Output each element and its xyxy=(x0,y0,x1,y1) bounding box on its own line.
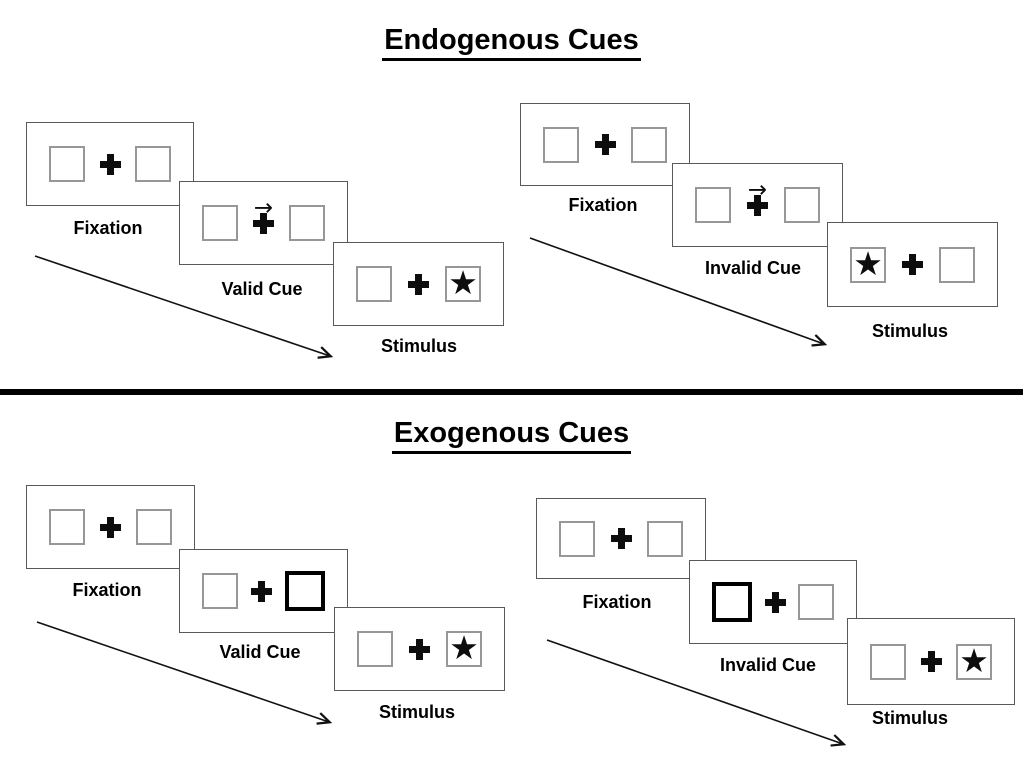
step-label: Invalid Cue xyxy=(704,258,802,278)
exogenous-invalid-stimulus-screen: ★ xyxy=(847,618,1015,705)
exogenous-valid-cue-screen xyxy=(179,549,348,633)
exogenous-valid-stimulus-screen: ★ xyxy=(334,607,505,691)
plus-icon xyxy=(100,516,121,538)
right-placeholder-box xyxy=(289,205,325,241)
right-placeholder-box xyxy=(798,584,834,620)
left-placeholder-box xyxy=(695,187,731,223)
step-label: Fixation xyxy=(582,592,652,612)
left-target-box: ★ xyxy=(850,243,886,283)
right-target-box: ★ xyxy=(445,266,481,302)
left-placeholder-box xyxy=(49,146,85,182)
star-icon: ★ xyxy=(449,628,479,667)
right-bold-cue-box xyxy=(285,571,325,611)
plus-icon xyxy=(409,638,430,660)
star-icon: ★ xyxy=(853,243,883,283)
plus-icon xyxy=(920,651,942,672)
step-label: Stimulus xyxy=(380,336,458,356)
right-placeholder-box xyxy=(784,187,820,223)
fixation-center xyxy=(99,153,121,175)
left-placeholder-box xyxy=(357,631,393,667)
endogenous-valid-fixation-screen xyxy=(26,122,194,206)
plus-icon xyxy=(764,591,786,613)
fixation-center: → xyxy=(253,196,274,234)
fixation-center xyxy=(251,580,272,602)
right-target-box: ★ xyxy=(446,631,482,667)
plus-icon xyxy=(594,134,616,155)
fixation-center xyxy=(764,591,786,613)
endogenous-invalid-cue-screen: → xyxy=(672,163,843,247)
left-placeholder-box xyxy=(543,126,579,163)
left-placeholder-box xyxy=(870,643,906,680)
fixation-center: → xyxy=(747,178,768,216)
arrow-exogenous-invalid xyxy=(546,639,843,744)
fixation-center xyxy=(408,273,429,295)
endogenous-valid-cue-screen: → xyxy=(179,181,348,265)
right-placeholder-box xyxy=(939,246,975,283)
endogenous-valid-stimulus-screen: ★ xyxy=(333,242,504,326)
left-placeholder-box xyxy=(202,573,238,609)
star-icon: ★ xyxy=(448,263,478,302)
endogenous-section-title: Endogenous Cues xyxy=(0,24,1023,61)
plus-icon xyxy=(747,194,768,216)
arrow-endogenous-invalid xyxy=(529,237,824,344)
step-label: Stimulus xyxy=(871,321,949,341)
fixation-center xyxy=(902,254,923,275)
endogenous-title-text: Endogenous Cues xyxy=(382,24,641,61)
exogenous-invalid-fixation-screen xyxy=(536,498,706,579)
plus-icon xyxy=(253,212,274,234)
exogenous-section-title: Exogenous Cues xyxy=(0,417,1023,454)
star-icon: ★ xyxy=(959,640,989,680)
step-label: Fixation xyxy=(72,580,142,600)
step-label: Invalid Cue xyxy=(719,655,817,675)
fixation-center xyxy=(610,528,632,549)
exogenous-invalid-cue-screen xyxy=(689,560,857,644)
plus-icon xyxy=(610,528,632,549)
plus-icon xyxy=(251,580,272,602)
left-bold-cue-box xyxy=(712,582,752,622)
cue-arrow-icon: → xyxy=(747,176,768,203)
endogenous-invalid-fixation-screen xyxy=(520,103,690,186)
right-target-box: ★ xyxy=(956,640,992,680)
step-label: Stimulus xyxy=(871,708,949,728)
arrow-exogenous-valid xyxy=(36,621,329,722)
left-placeholder-box xyxy=(202,205,238,241)
endogenous-invalid-stimulus-screen: ★ xyxy=(827,222,998,307)
cue-arrow-icon: → xyxy=(253,194,274,221)
step-label: Fixation xyxy=(568,195,638,215)
left-placeholder-box xyxy=(49,509,85,545)
plus-icon xyxy=(408,273,429,295)
section-divider-line xyxy=(0,389,1023,395)
right-placeholder-box xyxy=(136,509,172,545)
step-label: Fixation xyxy=(73,218,143,238)
step-label: Stimulus xyxy=(378,702,456,722)
step-label: Valid Cue xyxy=(219,642,301,662)
plus-icon xyxy=(902,254,923,275)
fixation-center xyxy=(920,651,942,672)
arrow-endogenous-valid xyxy=(34,255,330,356)
plus-icon xyxy=(99,153,121,175)
exogenous-valid-fixation-screen xyxy=(26,485,195,569)
right-placeholder-box xyxy=(135,146,171,182)
step-label: Valid Cue xyxy=(221,279,303,299)
fixation-center xyxy=(409,638,430,660)
right-placeholder-box xyxy=(631,126,667,163)
fixation-center xyxy=(594,134,616,155)
left-placeholder-box xyxy=(559,520,595,557)
fixation-center xyxy=(100,516,121,538)
exogenous-title-text: Exogenous Cues xyxy=(391,417,632,454)
left-placeholder-box xyxy=(356,266,392,302)
right-placeholder-box xyxy=(647,520,683,557)
